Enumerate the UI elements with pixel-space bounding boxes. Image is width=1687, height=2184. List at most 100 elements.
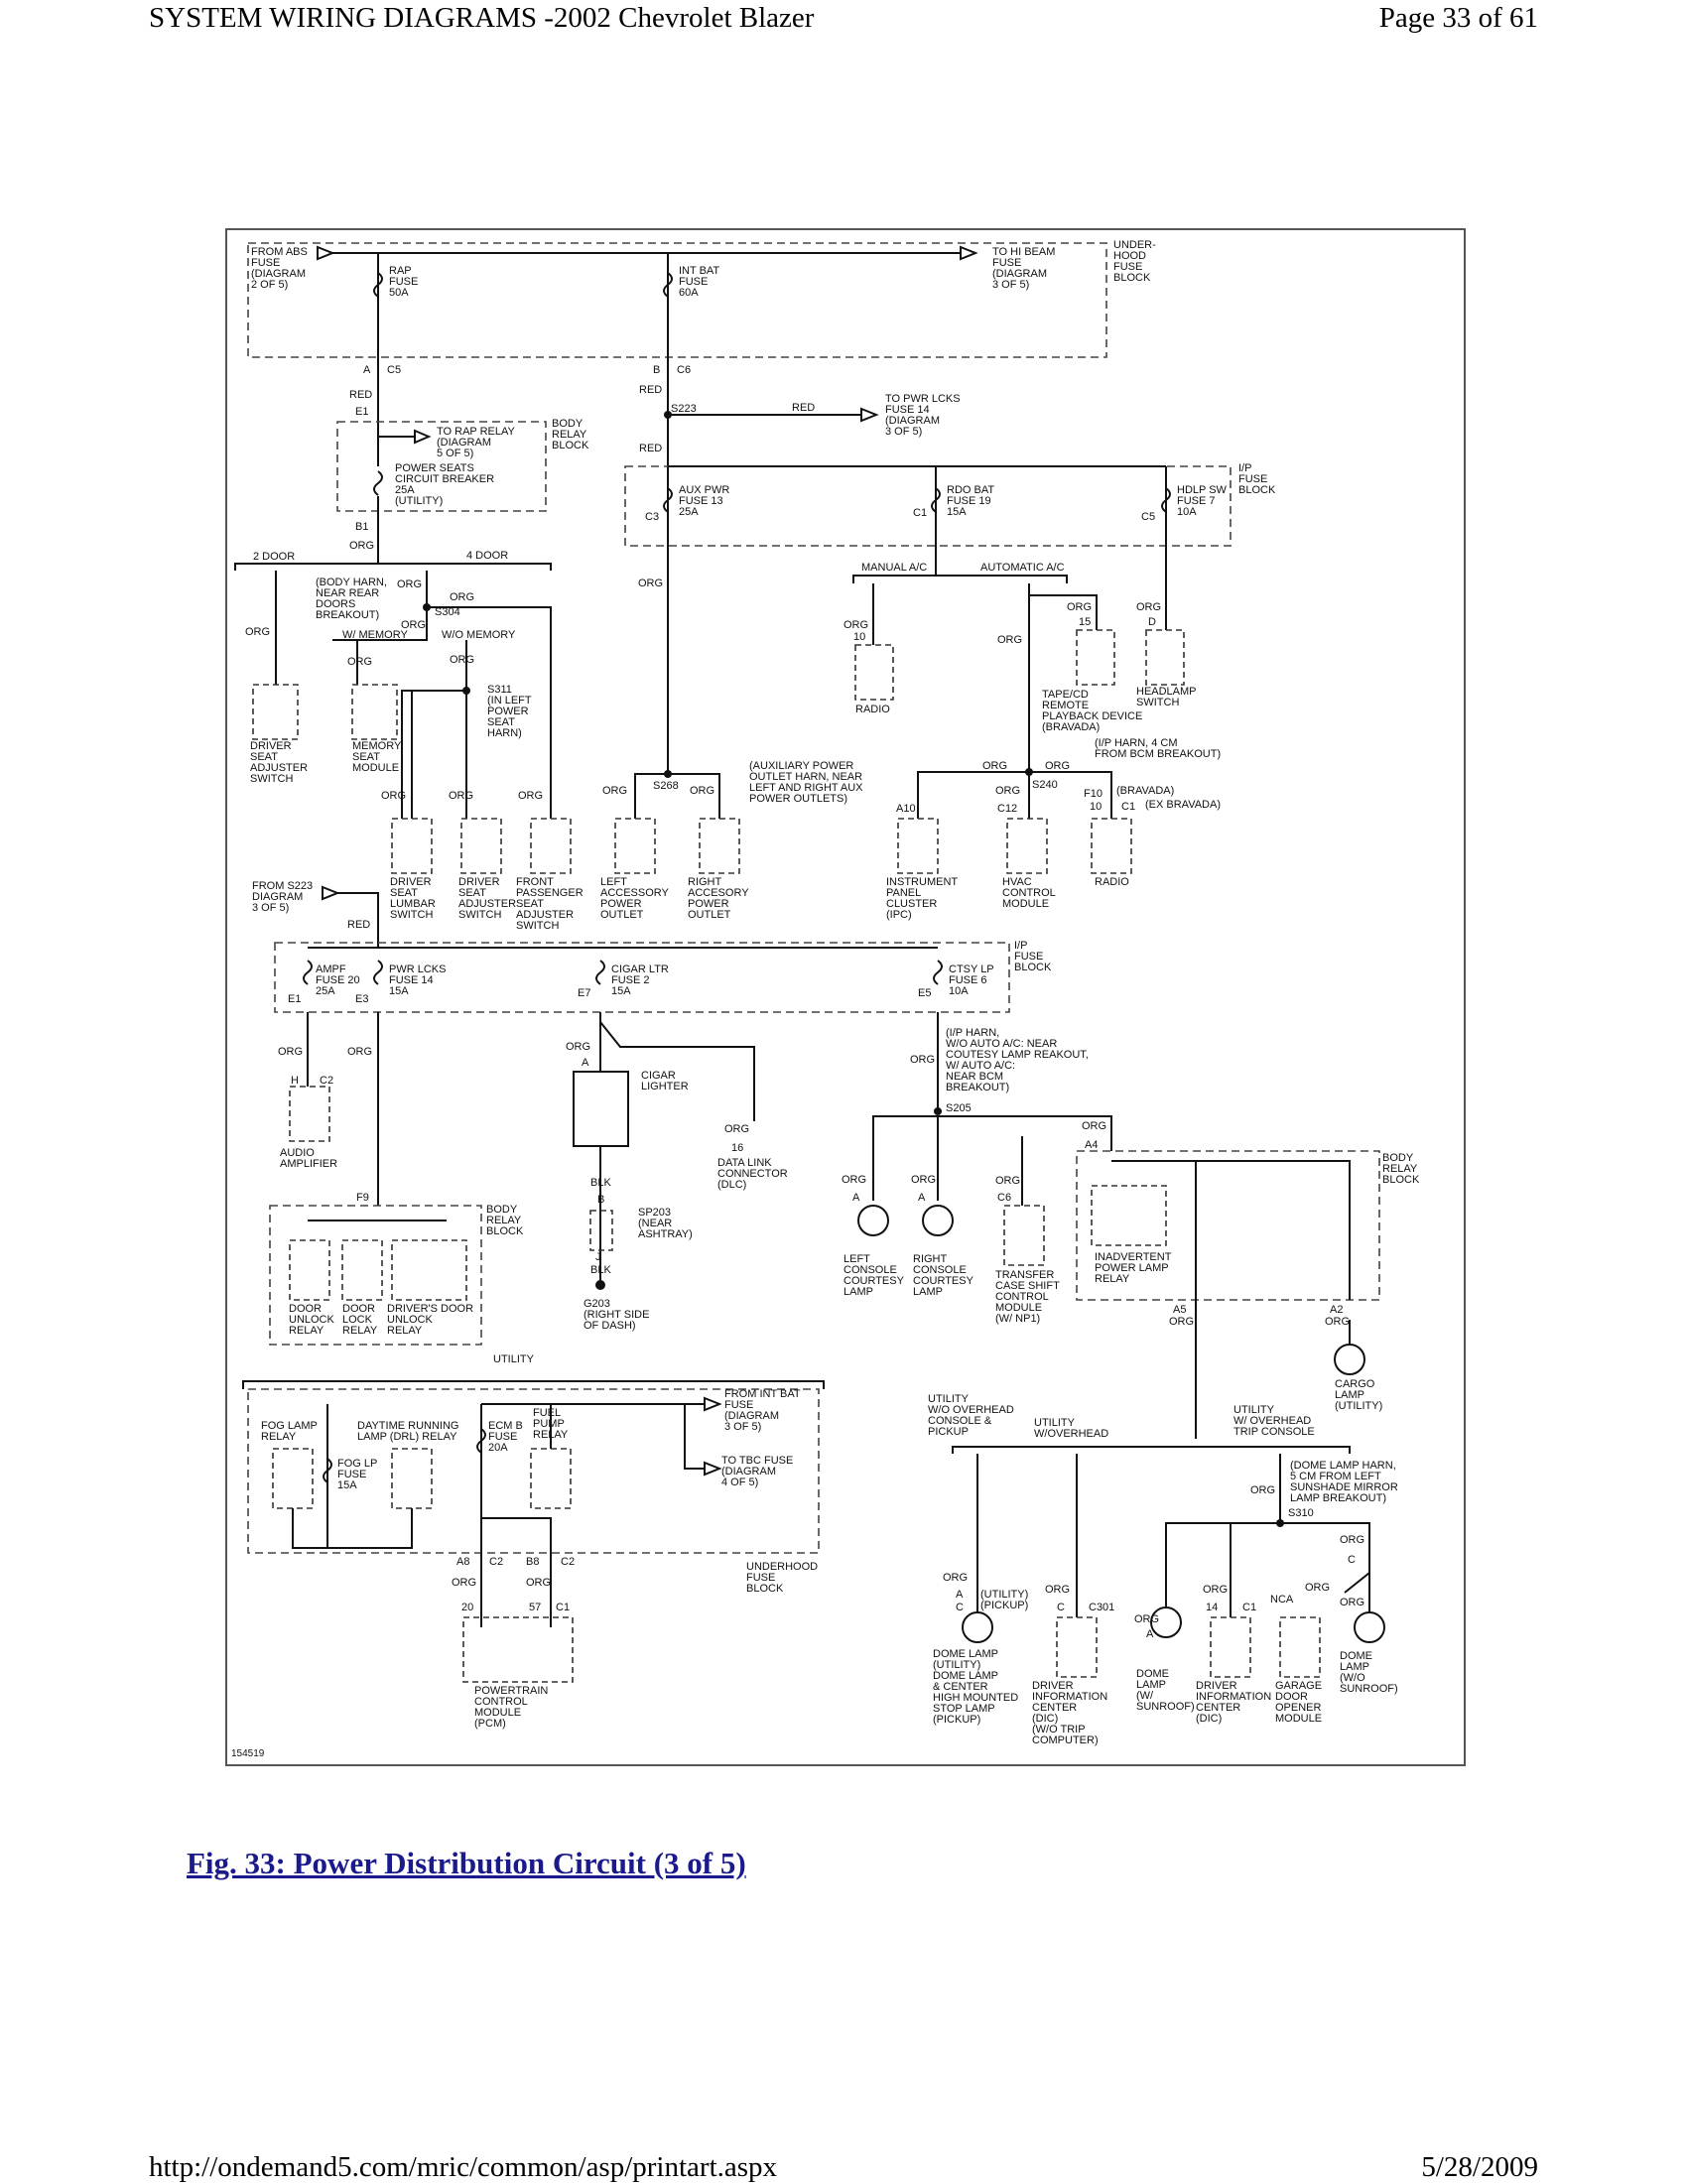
label-b8: B8 xyxy=(526,1556,539,1568)
label-line: SEAT xyxy=(390,887,418,899)
label-line: DRIVER xyxy=(1032,1680,1074,1692)
label-org-ip: ORG xyxy=(638,578,663,589)
label-org-s310: ORG xyxy=(1250,1484,1275,1496)
label-line: TO PWR LCKS xyxy=(885,393,961,405)
label-line: PLAYBACK DEVICE xyxy=(1042,710,1142,722)
label-line: DRIVER'S DOOR xyxy=(387,1303,473,1315)
label-line: POWER xyxy=(487,706,529,717)
label-s310: S310 xyxy=(1288,1507,1314,1519)
label-org-s240a: ORG xyxy=(982,760,1007,772)
label-wo-memory: W/O MEMORY xyxy=(442,629,516,641)
label-org-a5: ORG xyxy=(1169,1316,1194,1328)
connector-to-hibeam xyxy=(960,245,978,261)
label-org-s304: ORG xyxy=(397,578,422,590)
label-e7: E7 xyxy=(578,987,590,999)
label-line: ADJUSTER xyxy=(458,898,516,910)
instrument-panel-cluster xyxy=(897,818,939,874)
label-org-pcm-b: ORG xyxy=(526,1577,551,1589)
wire-front-pass xyxy=(427,606,552,819)
label-line: INADVERTENT xyxy=(1095,1251,1172,1263)
label-line: SWITCH xyxy=(458,909,501,921)
body-relay-block-3-outline xyxy=(1076,1150,1380,1301)
label-line: (UTILITY) xyxy=(980,1589,1028,1601)
label-line: RELAY xyxy=(486,1215,522,1226)
hvac-control-module xyxy=(1006,818,1048,874)
label-pin-20: 20 xyxy=(461,1602,473,1613)
label-line: ASHTRAY) xyxy=(638,1228,693,1240)
label-line: PANEL xyxy=(886,887,921,899)
label-c5b: C5 xyxy=(1141,511,1155,523)
label-line: LEFT xyxy=(844,1253,870,1265)
label-line: (DOME LAMP HARN, xyxy=(1290,1460,1396,1472)
label-org-4door: ORG xyxy=(450,591,474,603)
label-org-front: ORG xyxy=(518,790,543,802)
label-org-s304b: ORG xyxy=(401,619,426,631)
label-org-ctsy: ORG xyxy=(910,1054,935,1066)
label-org-left-out: ORG xyxy=(602,785,627,797)
label-line: FUSE xyxy=(389,276,418,288)
label-four-door: 4 DOOR xyxy=(466,550,508,562)
label-a10: A10 xyxy=(896,803,916,815)
fuse-rdo-bat xyxy=(931,487,941,513)
label-manual-ac: MANUAL A/C xyxy=(861,562,927,574)
right-console-lamp xyxy=(922,1205,954,1236)
connector-from-abs xyxy=(317,245,335,261)
label-radio: RADIO xyxy=(855,704,890,715)
label-ex-bravada: (EX BRAVADA) xyxy=(1145,799,1221,811)
label-line: DOME xyxy=(1136,1668,1169,1680)
label-pin-j: J xyxy=(595,1251,601,1263)
label-line: INSTRUMENT xyxy=(886,876,958,888)
label-s304: S304 xyxy=(435,606,460,618)
label-line: 10A xyxy=(949,985,969,997)
label-line: BLOCK xyxy=(746,1583,784,1595)
label-conn-b: B xyxy=(653,364,660,376)
label-line: UNDERHOOD xyxy=(746,1561,818,1573)
label-line: FRONT xyxy=(516,876,554,888)
label-line: DOOR xyxy=(289,1303,322,1315)
front-passenger-seat-switch xyxy=(530,818,572,874)
label-line: BLOCK xyxy=(486,1225,524,1237)
label-line: FUSE xyxy=(679,276,708,288)
label-line: 3 OF 5) xyxy=(885,426,922,438)
label-line: RELAY xyxy=(533,1429,569,1441)
fuse-hdlp xyxy=(1161,487,1171,513)
wire-tape-cd xyxy=(1029,594,1098,630)
label-line: INT BAT xyxy=(679,265,719,277)
footer-url: http://ondemand5.com/mric/common/asp/pri… xyxy=(149,2151,778,2183)
label-line: TO RAP RELAY xyxy=(437,426,516,438)
label-line: (BODY HARN, xyxy=(316,577,387,588)
label-line: BODY xyxy=(1382,1152,1414,1164)
label-line: LOCK xyxy=(342,1314,373,1326)
label-bravada: (BRAVADA) xyxy=(1116,785,1174,797)
label-line: 5 OF 5) xyxy=(437,448,473,459)
figure-caption-link[interactable]: Fig. 33: Power Distribution Circuit (3 o… xyxy=(187,1846,746,1880)
label-line: (W/ NP1) xyxy=(995,1313,1040,1325)
label-line: SP203 xyxy=(638,1207,671,1219)
driver-seat-adjuster-switch xyxy=(252,684,299,740)
dic-wo-trip-computer xyxy=(1056,1616,1098,1678)
label-line: UNDER- xyxy=(1113,239,1156,251)
label-line: UNLOCK xyxy=(387,1314,434,1326)
label-line: POWER xyxy=(600,898,642,910)
label-line: FROM INT BAT xyxy=(724,1388,801,1400)
label-line: DOME xyxy=(1340,1650,1372,1662)
label-org-hvac: ORG xyxy=(995,785,1020,797)
label-pin-a-sr: A xyxy=(1146,1628,1154,1640)
label-line: AMPF xyxy=(316,964,346,975)
label-line: PUMP xyxy=(533,1418,565,1430)
